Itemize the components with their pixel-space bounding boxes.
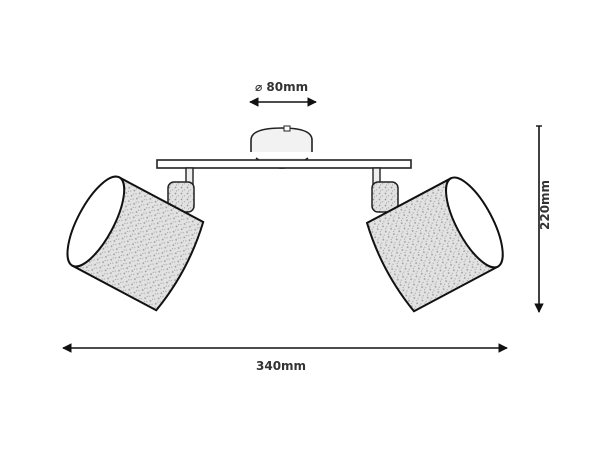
mounting-bar [156, 159, 412, 169]
left-spotlight [66, 175, 205, 312]
right-spotlight [365, 176, 504, 313]
canopy-diameter-label: ⌀ 80mm [255, 80, 309, 94]
total-height-label: 220mm [538, 179, 552, 230]
total-width-label: 340mm [256, 359, 307, 373]
